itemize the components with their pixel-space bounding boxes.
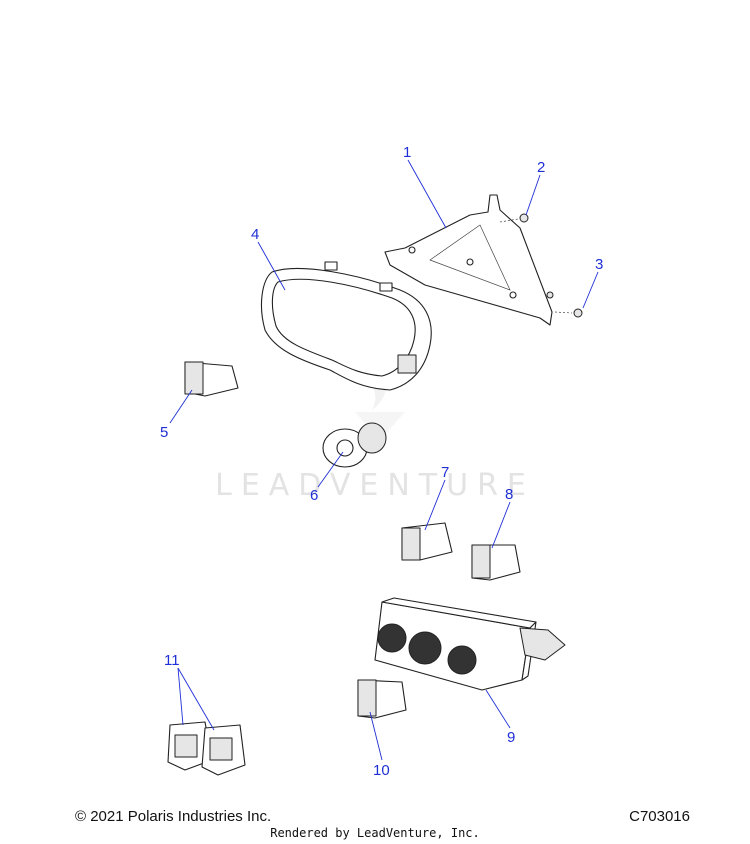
callout-4: 4 xyxy=(251,226,259,243)
ignition-switch xyxy=(322,422,387,468)
switch-5 xyxy=(184,361,239,397)
callout-7: 7 xyxy=(441,464,449,481)
instrument-cluster xyxy=(260,261,432,391)
rendered-by-text: Rendered by LeadVenture, Inc. xyxy=(270,826,480,840)
callout-9: 9 xyxy=(507,729,515,746)
callout-labels: 1 2 3 4 5 6 7 8 9 10 11 xyxy=(160,144,603,779)
callout-10: 10 xyxy=(373,762,390,779)
screw-lower xyxy=(546,291,583,318)
callout-11: 11 xyxy=(164,652,180,669)
switch-7 xyxy=(401,522,453,561)
screw-upper xyxy=(499,213,529,223)
climate-control-panel xyxy=(374,597,566,691)
switch-8 xyxy=(471,544,521,581)
switch-pair-11 xyxy=(167,721,246,776)
callout-2: 2 xyxy=(537,159,545,176)
mounting-bracket xyxy=(384,194,553,326)
copyright-text: © 2021 Polaris Industries Inc. xyxy=(75,808,272,825)
drawing-id: C703016 xyxy=(629,808,690,825)
leader-lines xyxy=(169,159,599,761)
leadventure-watermark: LEADVENTURE xyxy=(215,468,535,503)
callout-8: 8 xyxy=(505,486,513,503)
switch-10 xyxy=(357,679,407,719)
callout-3: 3 xyxy=(595,256,603,273)
callout-1: 1 xyxy=(403,144,411,161)
callout-6: 6 xyxy=(310,487,318,504)
callout-5: 5 xyxy=(160,424,168,441)
